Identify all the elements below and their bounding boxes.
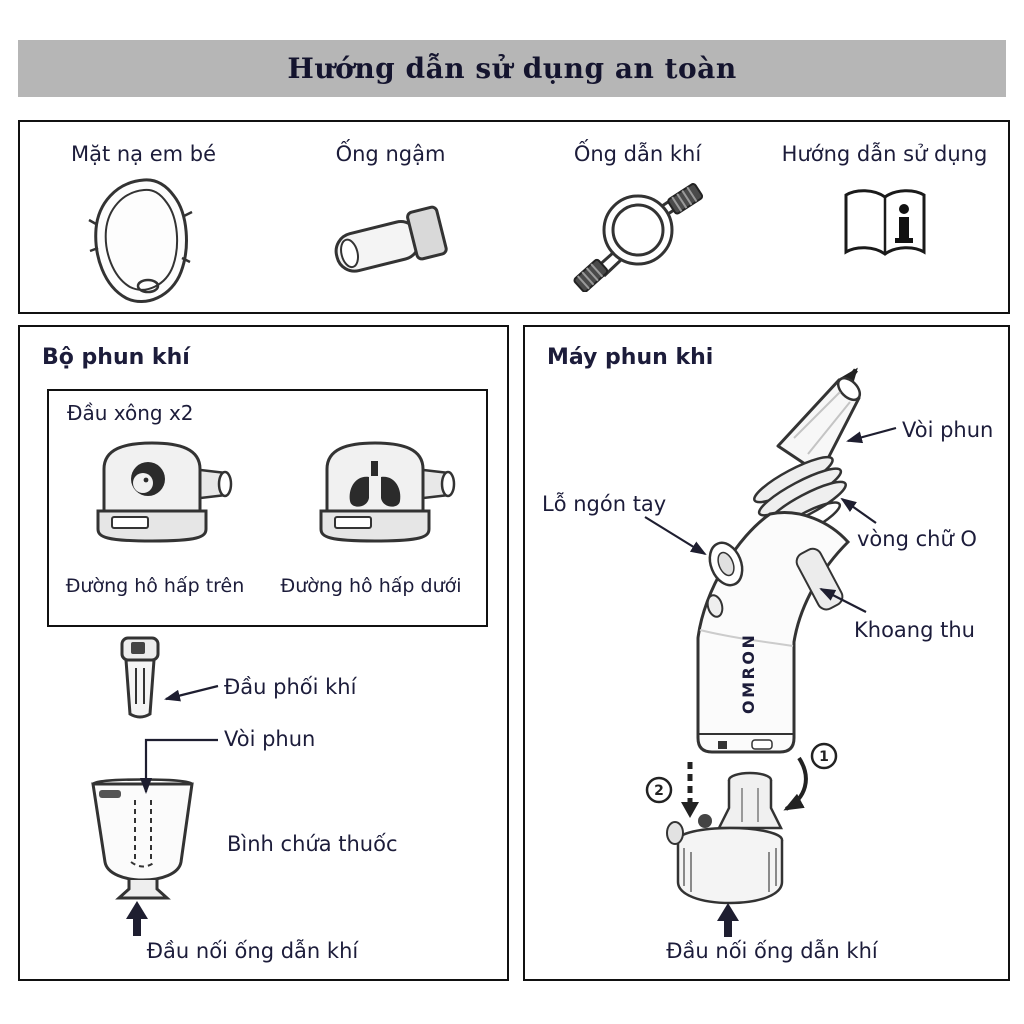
accessory-manual: Hướng dẫn sử dụng [761,122,1008,312]
machine-connector-label: Đầu nối ống dẫn khí [666,939,878,963]
manual-book-icon [844,189,925,256]
heads-title: Đầu xông x2 [67,401,194,425]
air-distributor-icon [120,636,160,719]
mouthpiece-icon [334,205,448,273]
accessory-baby-mask: Mặt nạ em bé [20,122,267,312]
air-head-label: Đầu phối khí [224,675,357,699]
nebulizer-heads-box: Đầu xông x2 [47,389,488,627]
medicine-cup-label: Bình chứa thuốc [227,832,398,856]
accessory-mouthpiece: Ống ngậm [267,122,514,312]
elbow-connector [716,771,784,830]
accessory-air-tube: Ống dẫn khí [514,122,761,312]
main-unit-panel: Máy phun khi [523,325,1010,981]
accessory-label: Ống ngậm [335,142,446,166]
accessories-panel: Mặt nạ em bé Ống ngậm Ống dẫn khí [18,120,1010,314]
step1-badge [810,742,838,770]
upper-airway-head-icon [96,441,233,543]
brand-text: OMRON [739,633,758,714]
page-title: Hướng dẫn sử dụng an toàn [287,52,737,85]
o-ring-label: vòng chữ O [857,527,977,551]
nebulizer-device-illustration: OMRON 1 2 [645,367,862,905]
kit-title: Bộ phun khí [42,345,190,370]
kit-nozzle-label: Vòi phun [224,727,316,751]
baby-mask-icon [88,178,193,304]
step2-badge [645,776,673,804]
finger-hole-label: Lỗ ngón tay [542,492,667,516]
step1-arrow [783,756,808,811]
chamber-label: Khoang thu [854,618,975,642]
lower-airway-head-icon [319,441,456,543]
nebulizer-kit-panel: Bộ phun khí Đầu xông x2 [18,325,509,981]
medicine-cup-icon [91,778,194,900]
accessory-label: Mặt nạ em bé [70,142,217,166]
accessory-label: Hướng dẫn sử dụng [781,142,988,166]
lower-airway-label: Đường hô hấp dưới [280,575,462,597]
safety-header-bar: Hướng dẫn sử dụng an toàn [18,40,1006,97]
medication-container [666,814,784,905]
finger-hole [708,541,744,587]
step2-number: 2 [654,783,664,799]
accessory-label: Ống dẫn khí [573,142,702,166]
machine-title: Máy phun khi [547,345,714,370]
air-tube-icon [573,183,703,292]
kit-connector-label: Đầu nối ống dẫn khí [146,939,359,963]
upper-airway-label: Đường hô hấp trên [65,575,245,597]
machine-nozzle-label: Vòi phun [902,418,994,442]
step1-number: 1 [819,749,829,765]
power-button [706,594,724,618]
